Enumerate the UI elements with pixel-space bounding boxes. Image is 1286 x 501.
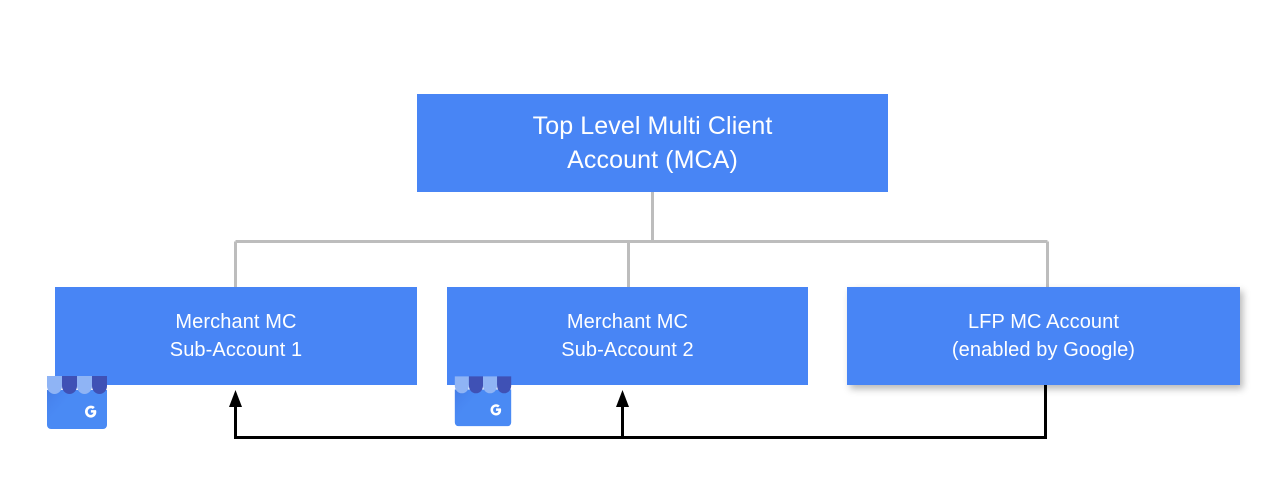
node-top-level-mca[interactable]: Top Level Multi Client Account (MCA)	[417, 94, 888, 192]
google-my-business-storefront-icon	[47, 376, 107, 429]
node-merchant-mc-sub-account-1[interactable]: Merchant MC Sub-Account 1	[55, 287, 417, 385]
arrowhead-to-merchant-1	[229, 390, 242, 407]
node-merchant-mc-sub-account-2[interactable]: Merchant MC Sub-Account 2	[447, 287, 808, 385]
node-top-level-mca-label: Top Level Multi Client Account (MCA)	[532, 112, 773, 174]
node-lfp-mc-account-label: LFP MC Account (enabled by Google)	[951, 311, 1136, 361]
node-lfp-mc-account[interactable]: LFP MC Account (enabled by Google)	[847, 287, 1240, 385]
lfp-arrow-path-trunk	[234, 385, 1047, 439]
google-my-business-storefront-icon	[454, 376, 512, 427]
arrowhead-to-merchant-2	[616, 390, 629, 407]
node-merchant-mc-sub-account-2-label: Merchant MC Sub-Account 2	[561, 311, 694, 361]
node-merchant-mc-sub-account-1-label: Merchant MC Sub-Account 1	[169, 311, 303, 361]
